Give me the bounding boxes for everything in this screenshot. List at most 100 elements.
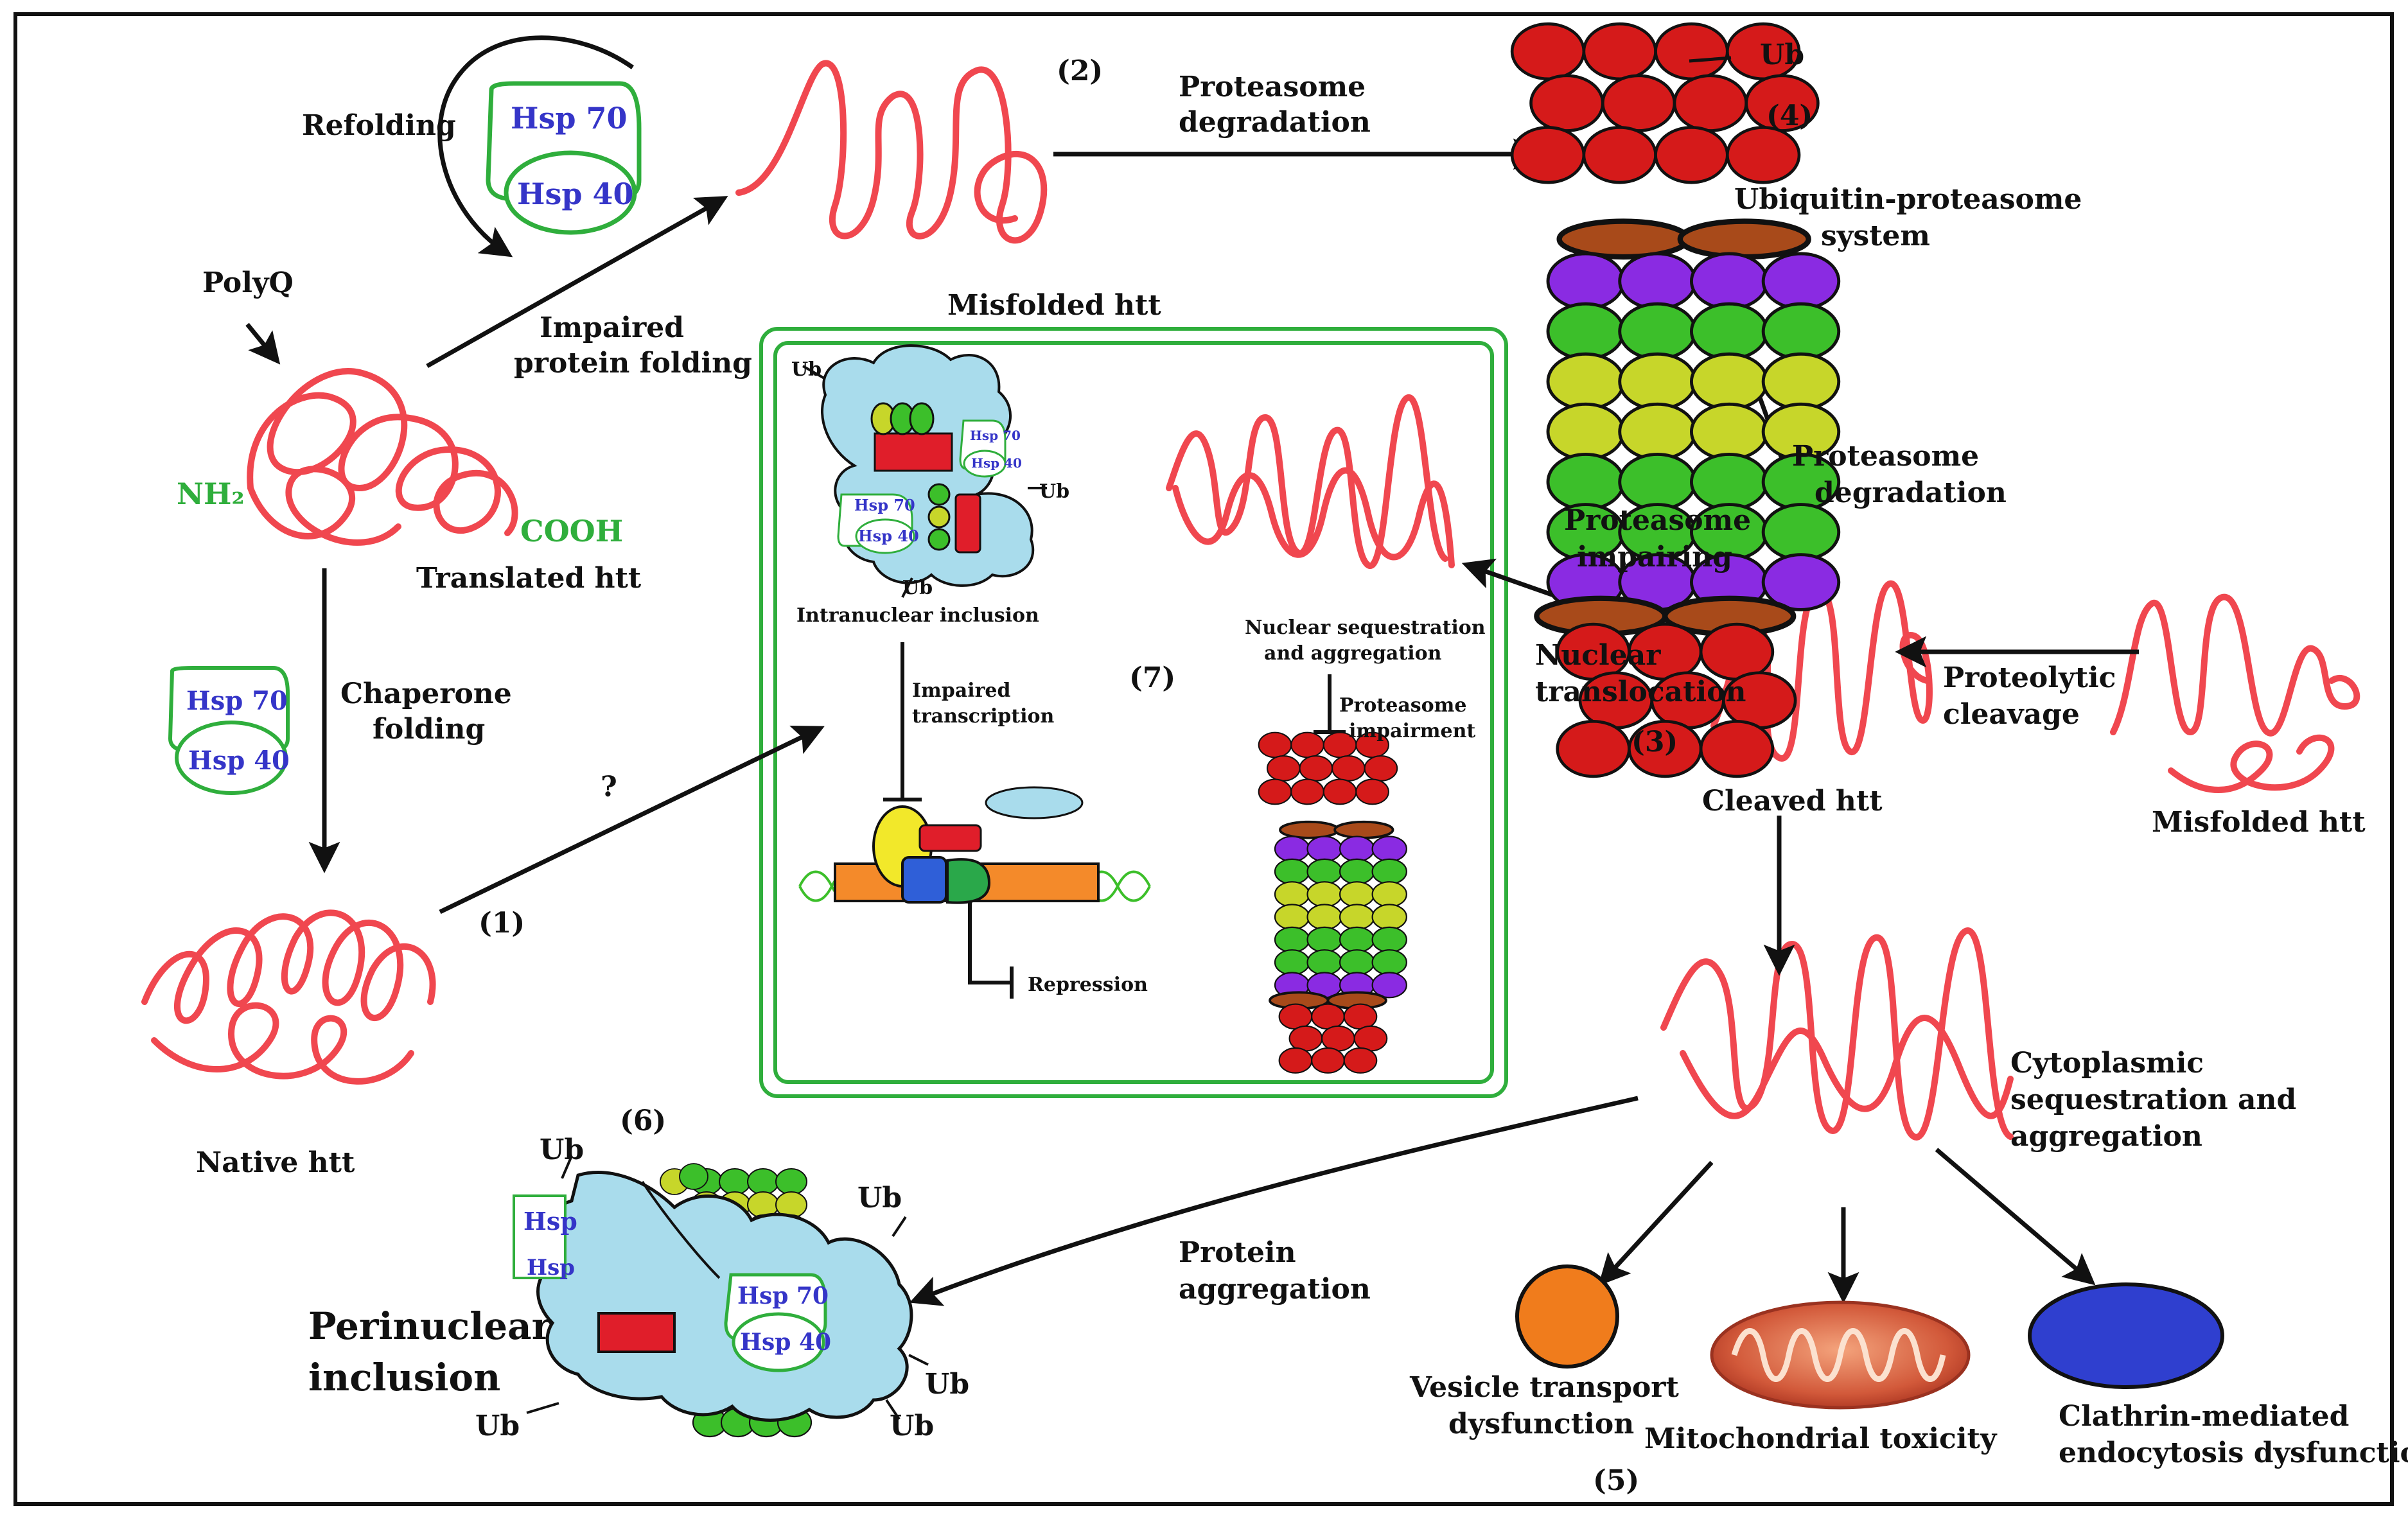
hsp-cut-label-1: Hsp: [523, 1207, 577, 1236]
proteasome-subunit: [1355, 778, 1389, 805]
proteasome-subunit: [1654, 22, 1729, 81]
proteasome-subunit: [1761, 352, 1841, 411]
proteasome-subunit: [747, 1168, 779, 1195]
proteasome-subunit: [1689, 302, 1769, 361]
translated-htt-coil: [247, 368, 518, 546]
hsp70-label-2: Hsp 70: [186, 686, 288, 716]
nuclear-seq-label-2: and aggregation: [1264, 642, 1442, 665]
proteasome-subunit: [1339, 926, 1375, 953]
perinuclear-label-2: inclusion: [308, 1356, 500, 1399]
dna-icon: [798, 786, 1151, 904]
proteasome-subunit: [1339, 881, 1375, 908]
ub-label-p3: Ub: [925, 1368, 969, 1401]
clathrin-label-1: Clathrin-mediated: [2059, 1400, 2349, 1433]
proteasome-subunit: [1699, 719, 1775, 778]
native-htt-label: Native htt: [196, 1146, 355, 1179]
step1-label: (1): [479, 907, 525, 940]
nucleus-box: [759, 327, 1508, 1098]
ups-label-2: system: [1821, 220, 1930, 252]
proteasome-subunit: [1371, 858, 1407, 885]
ub-tag-line: [1689, 56, 1732, 63]
step6-label: (6): [620, 1105, 666, 1137]
proteasome-subunit: [1274, 881, 1310, 908]
proteasome-subunit: [1689, 453, 1769, 511]
repression-label: Repression: [1028, 974, 1148, 996]
proteasome-subunit: [1279, 820, 1340, 839]
proteasome-subunit: [1546, 352, 1626, 411]
inhibit-transcription: [883, 642, 922, 801]
proteasome-subunit: [1689, 252, 1769, 311]
proteasome-subunit: [1618, 453, 1697, 511]
inhibit-repression: [968, 902, 1014, 999]
proteasome-subunit: [1274, 949, 1310, 976]
proteasome-subunit: [1353, 1025, 1388, 1052]
proteasome-degradation-right-label-2: degradation: [1815, 477, 2007, 509]
proteasome-subunit: [1618, 402, 1697, 461]
native-htt-coil: [141, 909, 436, 1085]
proteasome-subunit: [1288, 1025, 1323, 1052]
proteasome-subunit: [1371, 926, 1407, 953]
ub-top-label: Ub: [1760, 39, 1804, 71]
vesicle-label-2: dysfunction: [1448, 1408, 1634, 1440]
proteasome-subunit: [1699, 622, 1775, 681]
cooh-label: COOH: [520, 514, 623, 548]
hsp70-label-3: Hsp 70: [737, 1282, 829, 1309]
proteasome-subunit: [1323, 778, 1357, 805]
step7-label: (7): [1129, 661, 1175, 694]
proteasome-subunit: [1556, 218, 1691, 260]
step3-label: (3): [1631, 726, 1678, 758]
misfolded-htt-top-label: Misfolded htt: [947, 289, 1161, 322]
inclusion-body-icon: [802, 344, 1047, 598]
proteasome-subunit: [1306, 904, 1342, 931]
proteasome-subunit: [1673, 74, 1748, 132]
impaired-folding-label-2: protein folding: [514, 347, 752, 380]
question-label: ?: [601, 771, 617, 803]
nuclear-translocation-label-1: Nuclear: [1535, 639, 1661, 672]
proteasome-subunit: [1689, 352, 1769, 411]
proteasome-subunit: [1321, 1025, 1355, 1052]
proteasome-subunit: [1761, 553, 1841, 611]
proteasome-subunit: [1546, 252, 1626, 311]
proteasome-subunit: [1331, 755, 1366, 782]
hsp70-hsp40-chaperone-icon: [168, 666, 290, 795]
proteasome-subunit: [1290, 778, 1324, 805]
impaired-folding-label-1: Impaired: [540, 311, 684, 344]
proteasome-subunit: [1274, 926, 1310, 953]
proteasome-subunit: [1529, 74, 1604, 132]
proteasome-subunit: [1278, 1047, 1313, 1074]
ups-label-1: Ubiquitin-proteasome: [1734, 183, 2082, 216]
proteasome-subunit: [1582, 22, 1657, 81]
hsp70-small-label-2: Hsp 70: [854, 496, 915, 514]
hsp70-label: Hsp 70: [511, 101, 628, 136]
arrow-refolding: [437, 35, 635, 258]
proteasome-subunit: [1339, 858, 1375, 885]
proteasome-subunit: [1306, 949, 1342, 976]
proteasome-subunit: [1546, 453, 1626, 511]
proteasome-icon: [1258, 731, 1407, 1074]
step4-label: (4): [1766, 100, 1813, 132]
proteasome-subunit: [1333, 820, 1394, 839]
misfolded-htt-right-coil: [2110, 593, 2360, 793]
clathrin-label-2: endocytosis dysfunction: [2059, 1437, 2408, 1469]
proteasome-subunit: [1371, 949, 1407, 976]
nuclear-translocation-label-2: translocation: [1535, 676, 1746, 708]
cytoplasmic-label-1: Cytoplasmic: [2010, 1047, 2204, 1080]
proteasome-subunit: [1677, 218, 1811, 260]
outer-frame: [13, 12, 2394, 1506]
protein-aggregation-label-1: Protein: [1179, 1236, 1296, 1269]
hsp40-label-3: Hsp 40: [740, 1329, 831, 1356]
chaperone-folding-label-1: Chaperone: [340, 678, 512, 710]
hsp40-label-2: Hsp 40: [188, 746, 290, 776]
arrow-to-nucleus: [439, 725, 825, 914]
impaired-transcription-label-1: Impaired: [912, 679, 1010, 702]
proteasome-subunit: [1364, 755, 1398, 782]
perinuclear-label-1: Perinuclear: [308, 1304, 552, 1348]
vesicle-icon: [1515, 1264, 1619, 1369]
proteasome-subunit: [1290, 731, 1324, 758]
intranuclear-inclusion-label: Intranuclear inclusion: [796, 604, 1039, 627]
step5-label: (5): [1593, 1464, 1639, 1497]
proteasome-subunit: [1299, 755, 1333, 782]
proteasome-subunit: [1546, 402, 1626, 461]
proteasome-subunit: [1306, 881, 1342, 908]
